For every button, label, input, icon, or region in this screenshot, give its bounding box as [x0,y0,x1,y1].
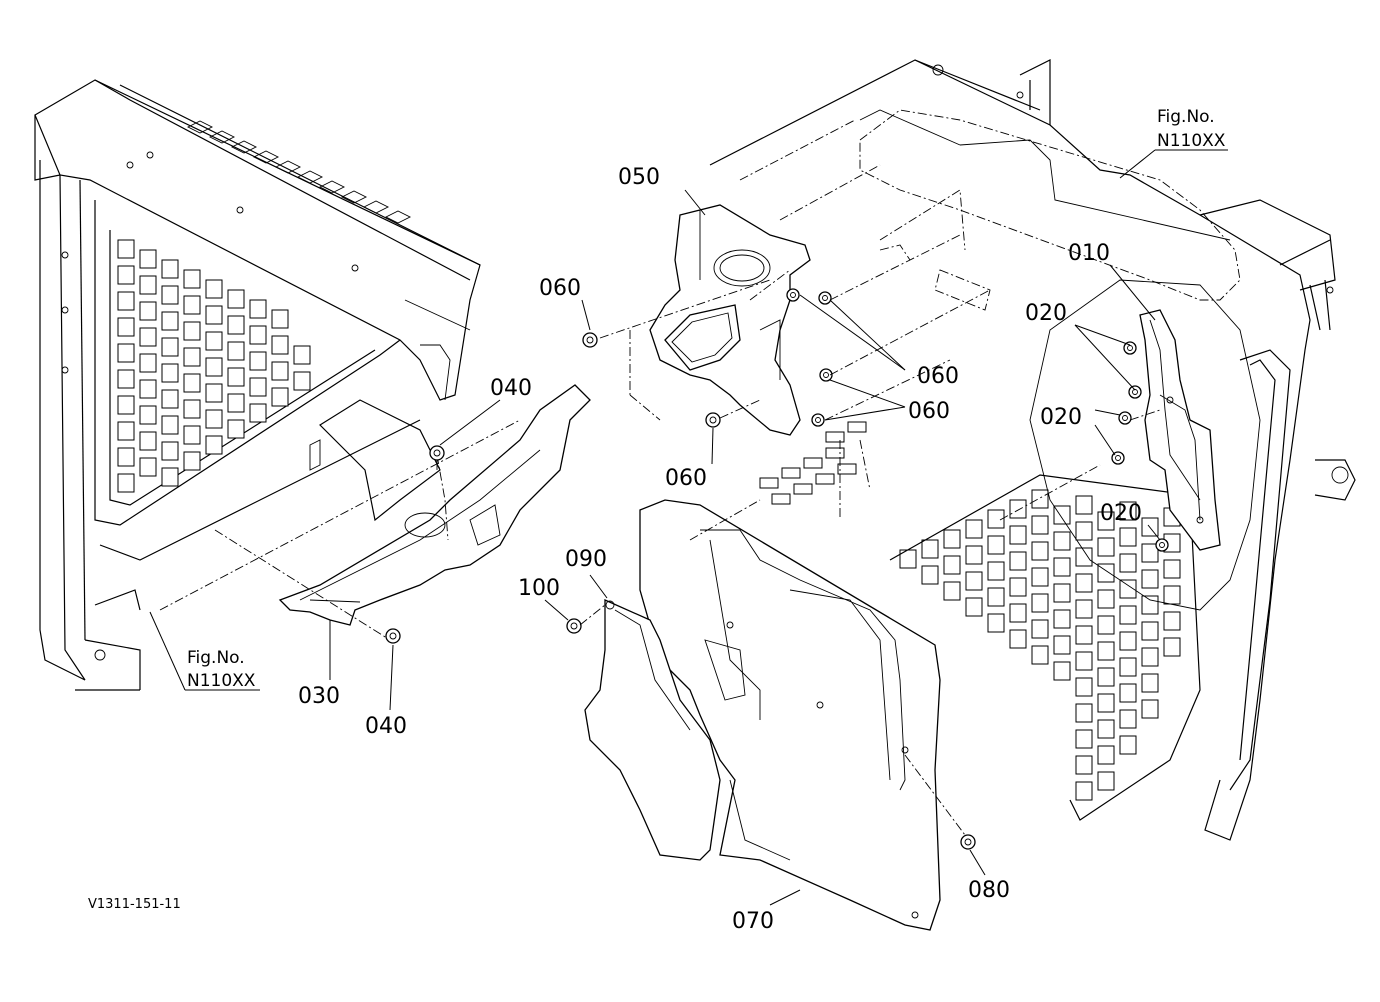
left-frame-mesh [117,239,311,493]
bolt-060-lower [705,412,721,428]
label-100: 100 [518,576,560,601]
label-070: 070 [732,909,774,934]
right-frame-mesh [899,489,1181,801]
label-020-mid: 020 [1040,405,1082,430]
bolt-020-b [1128,385,1142,399]
label-060-upper-right: 060 [917,364,959,389]
label-050: 050 [618,165,660,190]
fig-ref-right-line1: Fig.No. [1157,107,1215,127]
label-040-upper: 040 [490,376,532,401]
bolt-040-upper [429,445,445,470]
label-060-right: 060 [908,399,950,424]
drawing-code: V1311-151-11 [88,897,181,912]
fig-ref-right-line2: N110XX [1157,131,1226,151]
part-090-side-cover [584,598,721,861]
part-labels: 050 060 060 060 060 010 020 020 020 040 … [298,165,1142,934]
label-080: 080 [968,878,1010,903]
bolt-060-right [811,413,825,427]
bolt-060-top-1 [786,288,800,302]
panel-070-leader [689,499,761,541]
label-leaders [149,149,1228,906]
middle-dashed-leaders [599,189,1161,521]
floor-slots [759,421,867,505]
bolt-040-lower [385,628,401,644]
bolt-080 [960,834,976,850]
label-020-bottom: 020 [1100,501,1142,526]
right-roof-window [739,109,1241,301]
part-070-panel [639,499,941,931]
part-050-duct [649,204,811,436]
part-030-cover [278,384,591,626]
label-060-left: 060 [539,276,581,301]
bolt-020-c [1118,411,1132,425]
fig-ref-right: Fig.No. N110XX [1157,107,1226,151]
left-cab-frame [34,79,481,691]
left-dashed-leaders [159,419,521,641]
label-060-lower: 060 [665,466,707,491]
fig-ref-left: Fig.No. N110XX [187,648,256,691]
bolt-100-leader [579,604,606,626]
bolt-020-e [1155,538,1169,552]
label-030: 030 [298,684,340,709]
fig-ref-left-line2: N110XX [187,671,256,691]
label-040-lower: 040 [365,714,407,739]
part-010-bracket [1139,309,1221,551]
bolt-060-top-2 [818,291,832,305]
label-020-top: 020 [1025,301,1067,326]
bolt-020-a [1123,341,1137,355]
bolt-060-left [582,332,598,348]
cutaway-outline [1029,279,1261,611]
right-mesh-border [889,474,1201,821]
bolt-100 [566,618,582,634]
bolt-060-mid [819,368,833,382]
left-frame-top-slots [186,120,412,224]
left-duct-bracket [309,399,441,522]
duct-050-leader-frame [629,269,791,421]
right-cab-frame [709,59,1356,841]
fig-ref-left-line1: Fig.No. [187,648,245,668]
label-090: 090 [565,547,607,572]
label-010: 010 [1068,241,1110,266]
